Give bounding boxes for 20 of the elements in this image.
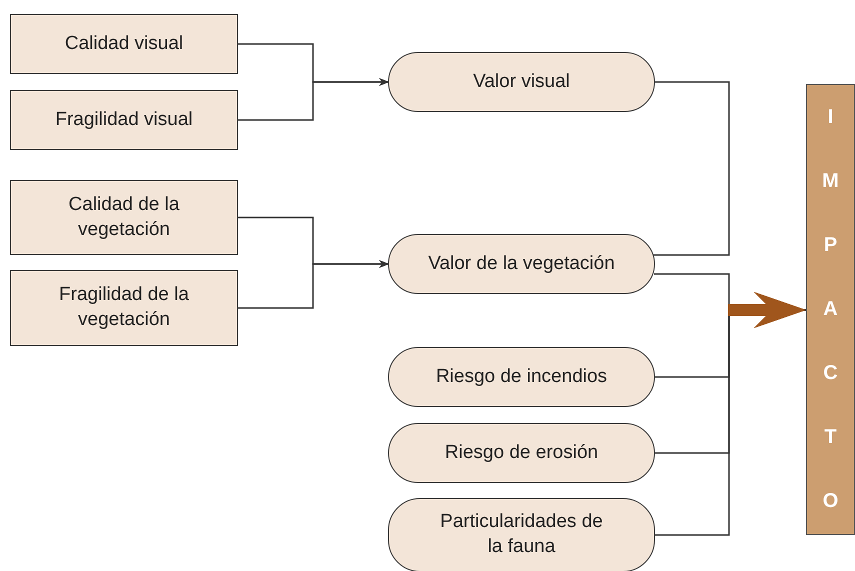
process-box (10, 180, 238, 255)
box-label: Calidad de la vegetación (68, 192, 180, 242)
process-box (10, 270, 238, 346)
impact-bar (806, 84, 855, 535)
box-label: Fragilidad visual (55, 108, 193, 132)
box-label: Valor de la vegetación (428, 252, 615, 276)
process-box (10, 90, 238, 150)
box-label: Riesgo de incendios (436, 364, 608, 389)
connector (238, 260, 389, 309)
box-label: Calidad visual (64, 32, 184, 56)
rounded-box (388, 498, 655, 571)
box-label: Riesgo de erosión (444, 440, 598, 465)
box-label: Valor visual (473, 70, 570, 94)
box-label: Particularidades de la fauna (439, 510, 604, 559)
box-label: Fragilidad de la vegetación (58, 283, 190, 332)
connector (654, 81, 730, 256)
vertical-label: IMPACTO (821, 105, 840, 514)
process-box (10, 14, 238, 74)
connector (238, 78, 389, 121)
connector (654, 292, 806, 536)
